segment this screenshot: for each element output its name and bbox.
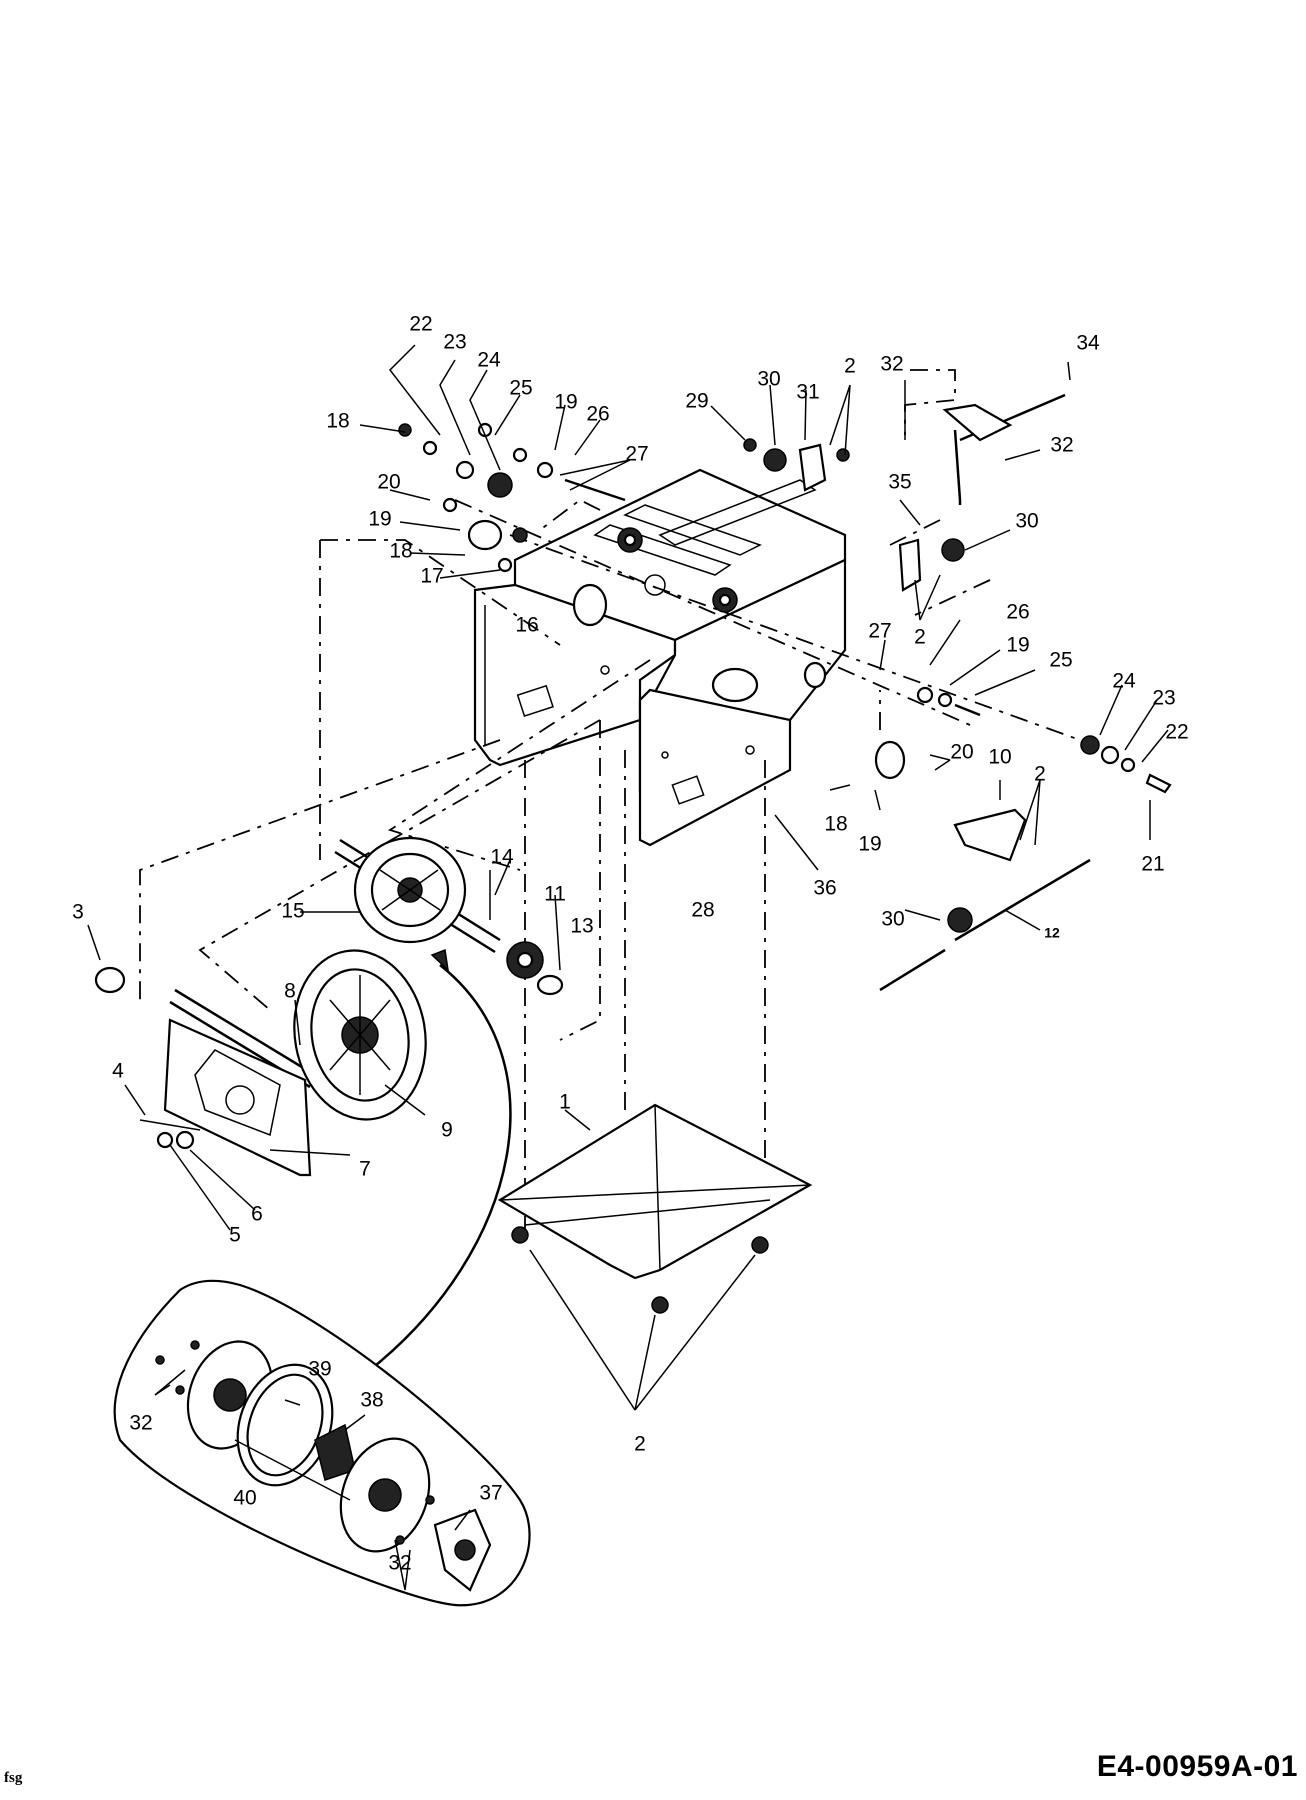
callout-20-left: 20 xyxy=(377,471,400,494)
callout-37: 37 xyxy=(479,1482,502,1505)
callout-labels: 1 2 2 2 2 3 4 5 6 7 8 9 10 11 12 13 14 1… xyxy=(72,313,1189,1575)
callout-35: 35 xyxy=(888,471,911,494)
callout-19-lower: 19 xyxy=(858,833,881,856)
callout-30-right: 30 xyxy=(1015,510,1038,533)
callout-31: 31 xyxy=(796,381,819,404)
callout-34: 34 xyxy=(1076,332,1100,355)
callout-32-inset-bottom: 32 xyxy=(388,1552,411,1575)
callout-28: 28 xyxy=(691,899,714,922)
callout-24-right: 24 xyxy=(1112,670,1136,693)
callout-7: 7 xyxy=(359,1158,371,1181)
callout-9: 9 xyxy=(441,1119,453,1142)
callout-27-right: 27 xyxy=(868,620,891,643)
callout-29: 29 xyxy=(685,390,708,413)
callout-2-bracket: 2 xyxy=(1034,763,1046,786)
callout-32-right: 32 xyxy=(1050,434,1073,457)
callout-18-top: 18 xyxy=(326,410,349,433)
drive-plate-assembly xyxy=(94,948,512,1371)
callout-18-right: 18 xyxy=(824,813,847,836)
callout-24-top: 24 xyxy=(477,349,501,372)
right-linkage xyxy=(874,393,1172,992)
callout-8: 8 xyxy=(284,980,296,1003)
callout-23-top: 23 xyxy=(443,331,466,354)
callout-3: 3 xyxy=(72,901,84,924)
callout-40: 40 xyxy=(233,1487,256,1510)
drawing-number: E4-00959A-01 xyxy=(1096,1750,1298,1783)
callout-19-top: 19 xyxy=(554,391,577,414)
callout-2-top: 2 xyxy=(844,355,856,378)
phantom-centerlines xyxy=(139,369,1081,1230)
callout-2-right: 2 xyxy=(914,626,926,649)
callout-18-mid: 18 xyxy=(389,540,412,563)
callout-25-top: 25 xyxy=(509,377,532,400)
callout-32-inset-left: 32 xyxy=(129,1412,152,1435)
callout-22-right: 22 xyxy=(1165,721,1188,744)
callout-36: 36 xyxy=(813,877,836,900)
skid-plate xyxy=(497,1103,813,1314)
callout-2-skid: 2 xyxy=(634,1433,646,1456)
callout-4: 4 xyxy=(112,1060,124,1083)
callout-38: 38 xyxy=(360,1389,383,1412)
callout-14: 14 xyxy=(490,846,514,869)
callout-27-top: 27 xyxy=(625,443,648,466)
friction-wheel-assembly xyxy=(334,836,564,996)
leader-lines xyxy=(87,344,1169,1591)
callout-30-lower: 30 xyxy=(881,908,904,931)
callout-12: 12 xyxy=(1044,925,1060,941)
callout-26-top: 26 xyxy=(586,403,609,426)
callout-19-right: 19 xyxy=(1006,634,1029,657)
top-left-hardware xyxy=(398,422,850,573)
callout-32-top: 32 xyxy=(880,353,903,376)
callout-25-right: 25 xyxy=(1049,649,1072,672)
callout-17: 17 xyxy=(420,565,443,588)
callout-39: 39 xyxy=(308,1358,331,1381)
callout-11: 11 xyxy=(544,883,566,906)
callout-23-right: 23 xyxy=(1152,687,1175,710)
callout-10: 10 xyxy=(988,746,1011,769)
callout-20-right: 20 xyxy=(950,741,973,764)
callout-22-top: 22 xyxy=(409,313,432,336)
callout-19-left: 19 xyxy=(368,508,391,531)
callout-13: 13 xyxy=(570,915,593,938)
callout-1: 1 xyxy=(559,1091,571,1114)
callout-26-right: 26 xyxy=(1006,601,1029,624)
callout-5: 5 xyxy=(229,1224,241,1247)
callout-6: 6 xyxy=(251,1203,263,1226)
callout-15: 15 xyxy=(281,900,304,923)
bearing-inset xyxy=(113,1279,531,1607)
frame-housing xyxy=(473,468,847,847)
author-mark: fsg xyxy=(4,1770,23,1786)
callout-16: 16 xyxy=(515,614,538,637)
callout-30-top: 30 xyxy=(757,368,780,391)
callout-21: 21 xyxy=(1141,853,1164,876)
